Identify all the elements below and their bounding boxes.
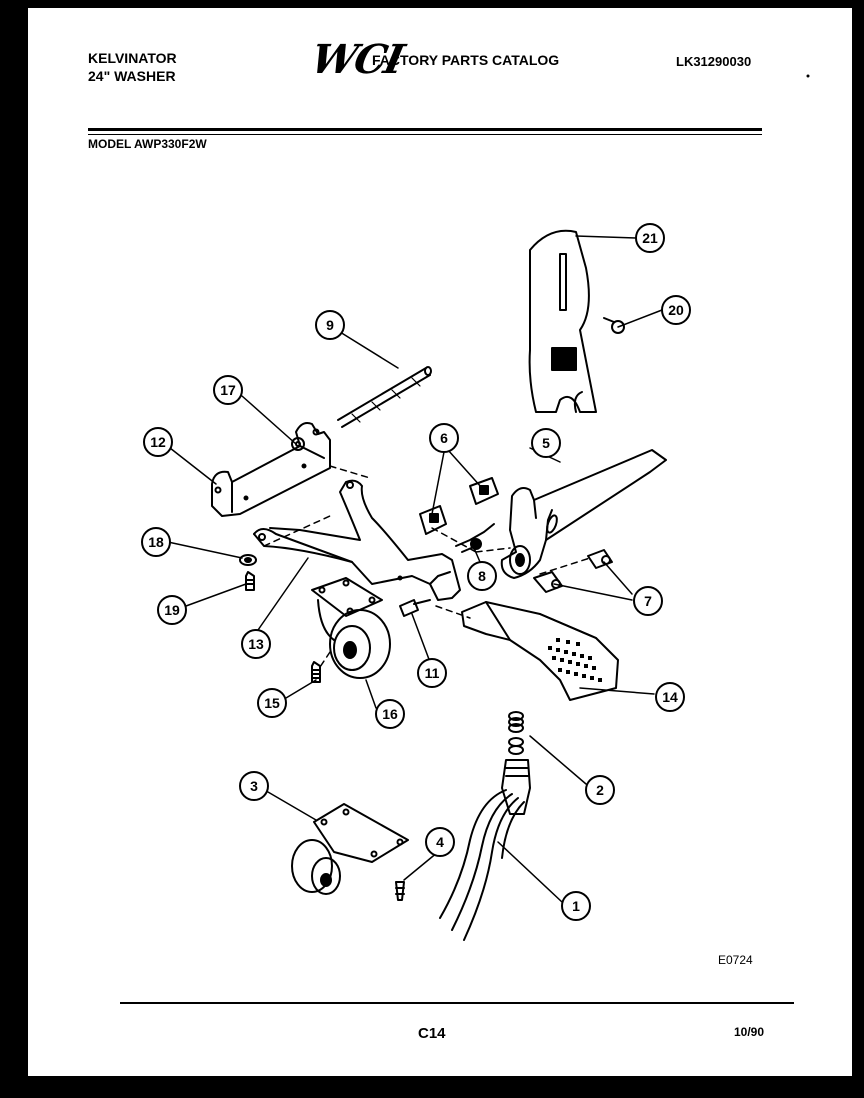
svg-text:7: 7 xyxy=(644,593,652,609)
svg-text:4: 4 xyxy=(436,834,444,850)
assembly-guide-lines xyxy=(263,465,591,671)
svg-text:19: 19 xyxy=(164,602,180,618)
callout-1: 1 xyxy=(561,891,591,921)
svg-text:6: 6 xyxy=(440,430,448,446)
rod-part xyxy=(337,366,432,428)
svg-text:17: 17 xyxy=(220,382,236,398)
catalog-number: LK31290030 xyxy=(676,54,752,69)
svg-text:20: 20 xyxy=(668,302,684,318)
callout-13: 13 xyxy=(241,629,271,659)
hinge-bracket-part xyxy=(211,422,331,517)
callout-14: 14 xyxy=(655,682,685,712)
svg-text:14: 14 xyxy=(662,689,678,705)
callout-7: 7 xyxy=(633,586,663,616)
wire-harness-part xyxy=(439,789,525,941)
svg-text:3: 3 xyxy=(250,778,258,794)
page-code: C14 xyxy=(418,1025,446,1042)
registration-dot xyxy=(806,74,810,78)
svg-text:12: 12 xyxy=(150,434,166,450)
callout-9: 9 xyxy=(315,310,345,340)
brand-name: KELVINATOR xyxy=(88,50,177,66)
svg-text:21: 21 xyxy=(642,230,658,246)
screw-part-19 xyxy=(245,571,255,591)
hinge-arm-part xyxy=(253,479,461,601)
svg-text:1: 1 xyxy=(572,898,580,914)
callout-11: 11 xyxy=(417,658,447,688)
svg-text:13: 13 xyxy=(248,636,264,652)
callout-6: 6 xyxy=(429,423,459,453)
callout-leaders xyxy=(167,235,663,903)
callout-17: 17 xyxy=(213,375,243,405)
header-rule-thin xyxy=(88,134,762,135)
product-name: 24" WASHER xyxy=(88,68,176,84)
clip-parts xyxy=(419,477,499,535)
spring-clip-part xyxy=(455,523,495,553)
bracket-plate-part xyxy=(528,229,597,413)
svg-text:2: 2 xyxy=(596,782,604,798)
callout-21: 20 xyxy=(661,295,691,325)
lever-part xyxy=(500,449,667,579)
callout-4: 4 xyxy=(425,827,455,857)
fitting-stack-part xyxy=(501,711,531,815)
screw-part-21 xyxy=(603,317,625,334)
svg-text:5: 5 xyxy=(542,435,550,451)
foot-pedal-part xyxy=(461,601,619,701)
callout-16: 16 xyxy=(375,699,405,729)
svg-text:16: 16 xyxy=(382,706,398,722)
callout-2: 2 xyxy=(585,775,615,805)
callout-19: 19 xyxy=(157,595,187,625)
callout-5: 5 xyxy=(531,428,561,458)
catalog-title: FACTORY PARTS CATALOG xyxy=(372,52,560,68)
washer-part xyxy=(239,554,257,566)
svg-text:9: 9 xyxy=(326,317,334,333)
header-rule-thick xyxy=(88,128,762,131)
screw-part-4 xyxy=(395,881,405,901)
caster-bracket-part xyxy=(291,803,409,895)
screw-part-11 xyxy=(399,599,431,617)
callout-15: 15 xyxy=(257,688,287,718)
callout-12: 12 xyxy=(143,427,173,457)
callout-3: 3 xyxy=(239,771,269,801)
callout-18: 18 xyxy=(141,527,171,557)
svg-text:18: 18 xyxy=(148,534,164,550)
footer-rule xyxy=(120,1002,794,1004)
callout-20: 21 xyxy=(635,223,665,253)
model-number: MODEL AWP330F2W xyxy=(88,137,207,151)
caster-wheel-part xyxy=(311,577,391,679)
pin-parts xyxy=(533,549,613,593)
part-callouts: 21 20 9 17 12 6 5 18 8 7 19 13 11 14 15 … xyxy=(141,223,691,921)
svg-text:11: 11 xyxy=(425,665,440,681)
screw-part-15 xyxy=(311,661,321,683)
callout-8: 8 xyxy=(467,561,497,591)
figure-code: E0724 xyxy=(718,953,753,967)
date-code: 10/90 xyxy=(734,1025,765,1039)
svg-text:8: 8 xyxy=(478,568,486,584)
svg-text:15: 15 xyxy=(264,695,280,711)
